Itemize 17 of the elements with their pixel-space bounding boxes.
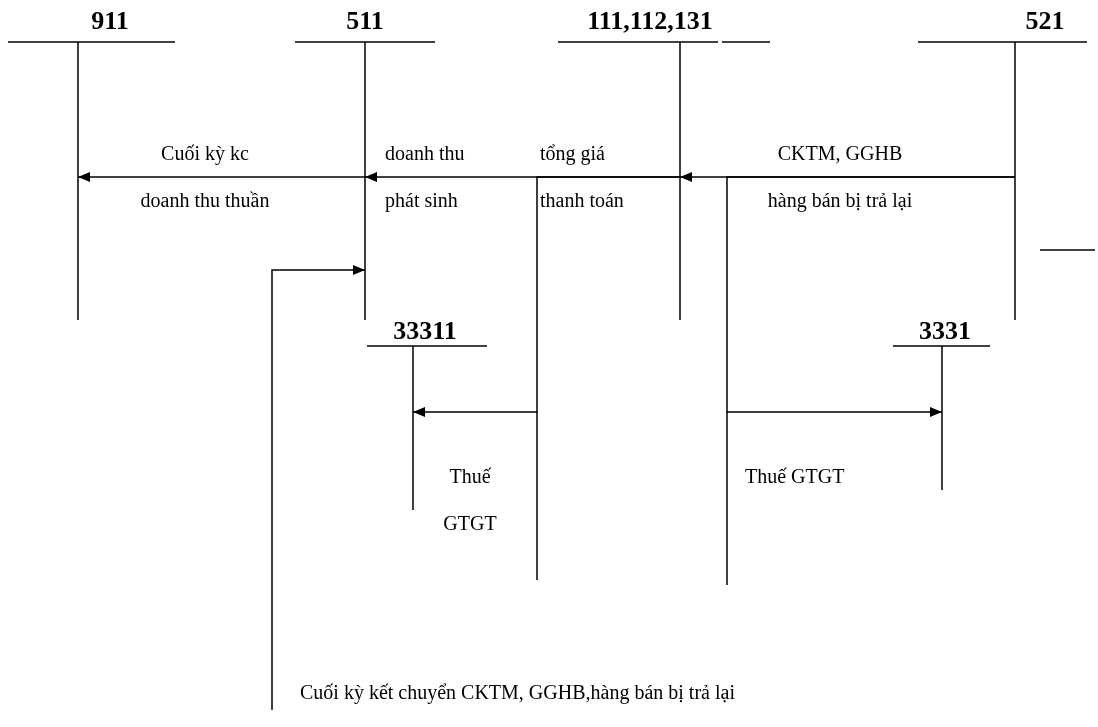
account-number: 33311 — [393, 315, 457, 347]
edge-label: Thuế GTGT — [442, 464, 498, 536]
account-number: 111,112,131 — [587, 5, 713, 37]
account-number: 511 — [346, 5, 384, 37]
edge-label: doanh thu phát sinh — [385, 141, 466, 214]
edge-label: Cuối kỳ kết chuyển CKTM, GGHB,hàng bán bị trả lại — [300, 680, 736, 706]
account-number: 3331 — [919, 315, 971, 347]
edge-label: Cuối kỳ kc doanh thu thuần — [139, 141, 271, 213]
edge-label: CKTM, GGHB hàng bán bị trả lại — [766, 141, 914, 214]
arrow — [726, 176, 1016, 417]
arrow — [412, 176, 681, 417]
edge-label: Thuế GTGT — [745, 464, 846, 489]
account-number: 911 — [91, 5, 129, 37]
account-number: 521 — [1025, 5, 1065, 37]
note-text: tổng giá thanh toán — [540, 141, 625, 213]
arrow — [77, 172, 366, 182]
arrow — [271, 265, 366, 711]
